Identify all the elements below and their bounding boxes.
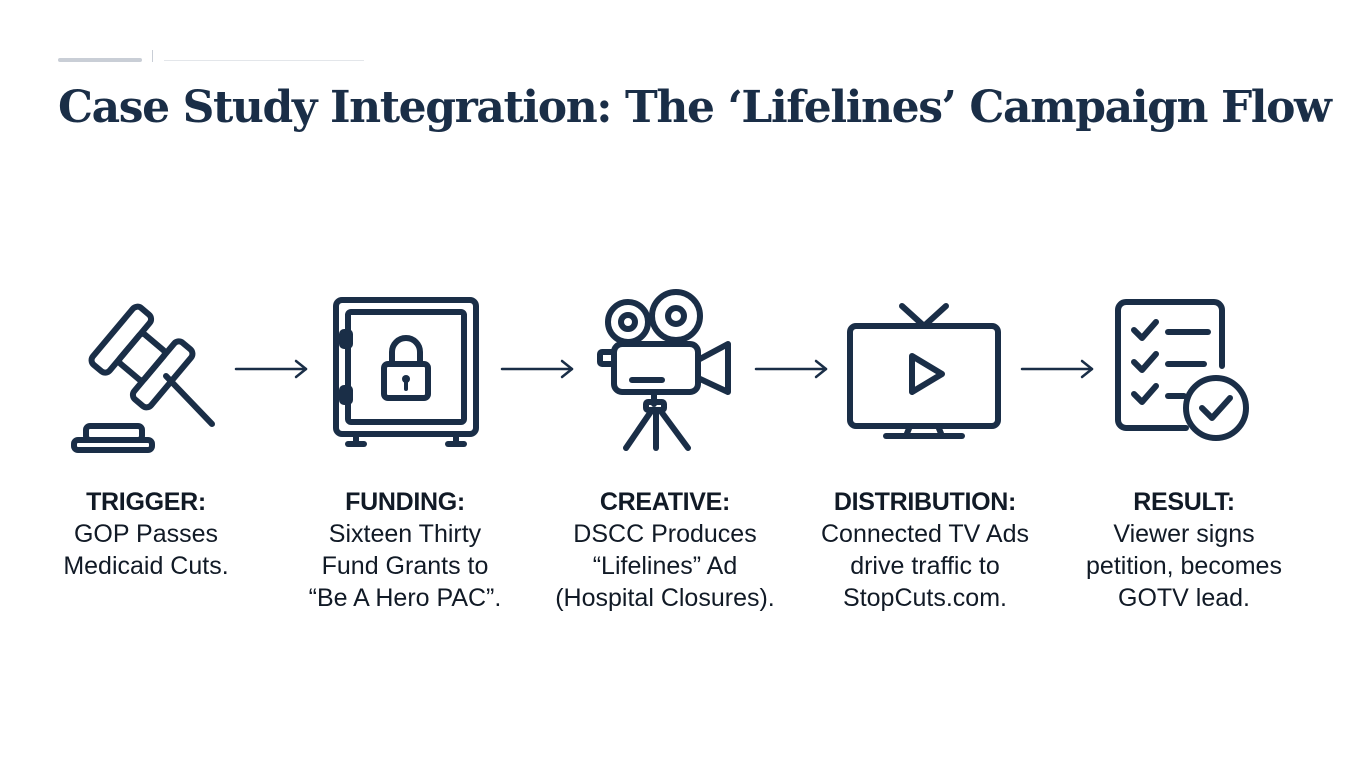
flow-arrow-1 [234, 358, 310, 380]
step-label: CREATIVE: [599, 488, 731, 516]
gavel-icon [62, 292, 232, 462]
locked-safe-icon [322, 288, 492, 458]
step-funding: FUNDING: Sixteen Thirty Fund Grants to “… [275, 486, 535, 614]
step-label: TRIGGER: [86, 488, 206, 516]
page-title: Case Study Integration: The ‘Lifelines’ … [58, 82, 1332, 133]
logo-fragment [58, 50, 154, 62]
flow-arrow-3 [754, 358, 830, 380]
step-line: GOP Passes [73, 520, 219, 548]
step-trigger: TRIGGER: GOP Passes Medicaid Cuts. [16, 486, 276, 582]
step-result: RESULT: Viewer signs petition, becomes G… [1054, 486, 1314, 614]
step-line: (Hospital Closures). [555, 584, 775, 612]
step-line: StopCuts.com. [843, 584, 1007, 612]
flow-arrow-4 [1020, 358, 1096, 380]
step-line: DSCC Produces [573, 520, 757, 548]
step-label: FUNDING: [345, 488, 465, 516]
step-line: “Lifelines” Ad [592, 552, 738, 580]
tv-play-icon [840, 288, 1010, 458]
checklist-check-icon [1104, 290, 1274, 460]
step-line: “Be A Hero PAC”. [308, 584, 502, 612]
step-line: Sixteen Thirty [328, 520, 482, 548]
step-label: RESULT: [1133, 488, 1235, 516]
step-line: GOTV lead. [1118, 584, 1250, 612]
step-line: petition, becomes [1086, 552, 1282, 580]
step-creative: CREATIVE: DSCC Produces “Lifelines” Ad (… [535, 486, 795, 614]
flow-arrow-2 [500, 358, 576, 380]
step-line: drive traffic to [850, 552, 1000, 580]
step-distribution: DISTRIBUTION: Connected TV Ads drive tra… [795, 486, 1055, 614]
step-line: Viewer signs [1113, 520, 1255, 548]
step-label: DISTRIBUTION: [833, 488, 1017, 516]
step-line: Fund Grants to [321, 552, 489, 580]
header-rule [164, 60, 364, 61]
step-line: Medicaid Cuts. [63, 552, 229, 580]
movie-camera-icon [584, 286, 754, 456]
step-line: Connected TV Ads [820, 520, 1029, 548]
